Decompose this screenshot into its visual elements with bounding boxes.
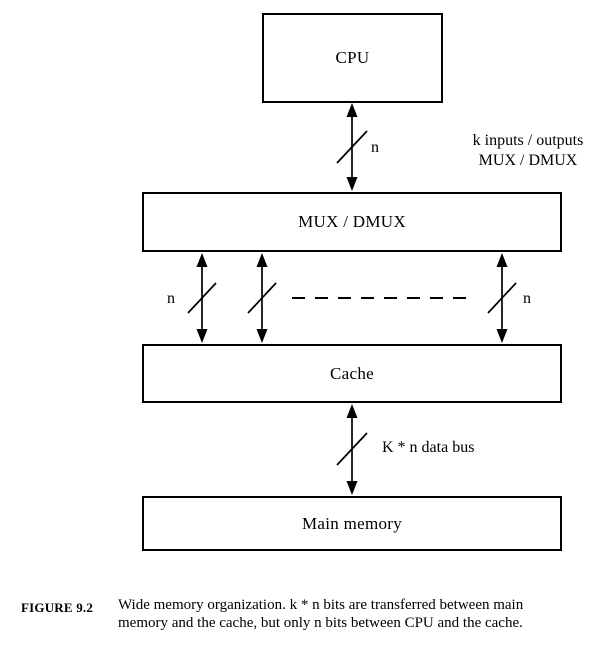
bus-width-slash-left (187, 282, 217, 314)
mux-annotation: k inputs / outputs MUX / DMUX (450, 131, 606, 171)
cache-box-label: Cache (330, 363, 374, 383)
bus-width-n-left: n (167, 290, 175, 307)
cpu-box: CPU (262, 13, 443, 103)
figure-caption-number: FIGURE 9.2 (21, 600, 94, 615)
bus-width-slash-middle (247, 282, 277, 314)
bus-width-n-right: n (523, 290, 531, 307)
main-memory-box-label: Main memory (301, 513, 403, 533)
cpu-mux-bus-arrow (336, 103, 368, 191)
bus-width-slash-cpu (336, 130, 368, 164)
main-memory-box: Main memory (142, 496, 562, 551)
bus-width-n-cpu: n (371, 139, 379, 156)
cache-box: Cache (142, 344, 562, 403)
figure-caption-line2: memory and the cache, but only n bits be… (118, 615, 523, 631)
figure-caption-text: Wide memory organization. k * n bits are… (118, 596, 523, 632)
bus-width-slash-right (487, 282, 517, 314)
mux-annotation-line2: MUX / DMUX (478, 152, 578, 169)
data-bus-label: K * n data bus (382, 439, 475, 456)
bus-width-slash-memory (336, 432, 368, 466)
mux-cache-bus-arrow-3 (487, 253, 517, 343)
mux-dmux-box-label: MUX / DMUX (298, 212, 406, 231)
mux-cache-bus-arrow-1 (187, 253, 217, 343)
mux-annotation-line1: k inputs / outputs (472, 132, 584, 149)
mux-dmux-box: MUX / DMUX (142, 192, 562, 252)
mux-cache-bus-arrow-2 (247, 253, 277, 343)
figure-caption-line1: Wide memory organization. k * n bits are… (118, 597, 524, 613)
cpu-box-label: CPU (335, 48, 370, 67)
cache-memory-bus-arrow (336, 404, 368, 495)
